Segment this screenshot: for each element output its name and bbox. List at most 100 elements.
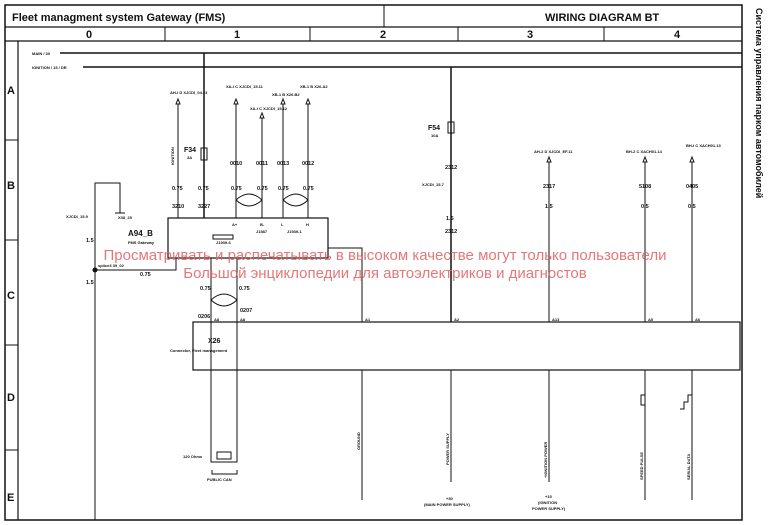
- row-e: E: [7, 492, 14, 504]
- diagram-label: J1939-1: [287, 229, 302, 234]
- diagram-label: 0.5: [641, 204, 649, 210]
- diagram-label: SERIAL DATA: [686, 454, 691, 480]
- resistor-120-ohm: [216, 451, 232, 460]
- diagram-label: 5108: [639, 184, 651, 190]
- diagram-label: 0012: [302, 161, 314, 167]
- diagram-label: A1: [365, 317, 371, 322]
- row-labels: A B C D E: [7, 85, 15, 504]
- diagram-label: X38_25: [118, 215, 133, 220]
- diagram-label: 10A: [431, 133, 438, 138]
- column-0: 0: [86, 29, 92, 41]
- fuse-f54: [447, 121, 455, 134]
- column-2: 2: [380, 29, 386, 41]
- ignition-rail-label: IGNITION / 15 / DR: [32, 65, 67, 70]
- diagram-label: H: [306, 222, 309, 227]
- diagram-label: 3210: [172, 204, 184, 210]
- diagram-label: 1.5: [86, 238, 94, 244]
- diagram-label: 2312: [445, 165, 457, 171]
- diagram-label: 0206: [198, 314, 210, 320]
- diagram-label: (IGNITION: [538, 500, 557, 505]
- diagram-label: IGNITION: [170, 147, 175, 165]
- diagram-label: 0.75: [172, 186, 183, 192]
- diagram-label: A5: [648, 317, 654, 322]
- diagram-label: XJCDI_15.7: [422, 182, 445, 187]
- diagram-label: 0011: [256, 161, 268, 167]
- diagram-label: X26: [208, 338, 221, 345]
- diagram-label: XB-1 B X26.B2: [272, 92, 300, 97]
- diagram-label: +30: [446, 496, 454, 501]
- diagram-label: 1.5: [545, 204, 553, 210]
- row-c: C: [7, 290, 15, 302]
- diagram-label: 120 Ohms: [183, 454, 203, 459]
- diagram-label: 3A: [187, 155, 192, 160]
- diagram-label: Connector, Fleet management: [170, 348, 228, 353]
- diagram-label: +IGNITION POWER: [543, 442, 548, 478]
- diagram-label: 2312: [445, 229, 457, 235]
- diagram-label: 0.75: [257, 186, 268, 192]
- diagram-label: XJCDI_15.9: [66, 214, 89, 219]
- fuse-f34: [200, 147, 208, 161]
- diagram-label: A8: [240, 317, 246, 322]
- diagram-label: 2317: [543, 184, 555, 190]
- diagram-type-label: WIRING DIAGRAM BT: [545, 12, 660, 24]
- diagram-label: A94_B: [128, 229, 153, 238]
- diagram-label: A6: [695, 317, 701, 322]
- column-3: 3: [527, 29, 533, 41]
- diagram-label: 0.5: [688, 204, 696, 210]
- diagram-label: 0.75: [303, 186, 314, 192]
- diagram-label: F34: [184, 147, 196, 154]
- diagram-label: 1.5: [446, 216, 454, 222]
- diagram-label: XB-1 B X26.A2: [300, 84, 328, 89]
- diagram-label: PUBLIC CAN: [207, 477, 232, 482]
- diagram-label: XA-I C XJCDI_15.11: [226, 84, 264, 89]
- diagram-label: splice3 39_02: [98, 263, 125, 268]
- module-a94-b: [167, 217, 329, 259]
- diagram-label: 1.5: [86, 280, 94, 286]
- row-d: D: [7, 392, 15, 404]
- diagram-label: XA-I C XJCDI_15.12: [250, 106, 288, 111]
- row-a: A: [7, 85, 15, 97]
- diagram-label: J1939-6: [216, 240, 231, 245]
- diagram-label: 0013: [277, 161, 289, 167]
- diagram-label: 0.75: [198, 186, 209, 192]
- row-b: B: [7, 180, 15, 192]
- diagram-label: B-: [260, 222, 265, 227]
- diagram-label: POWER SUPPLY: [445, 433, 450, 465]
- diagram-label: 0.75: [239, 286, 250, 292]
- diagram-label: BH-I C XACH01.13: [686, 143, 721, 148]
- diagram-label: 0.75: [140, 272, 151, 278]
- diagram-label: L: [281, 222, 284, 227]
- diagram-label: +15: [545, 494, 553, 499]
- diagram-label: A2: [454, 317, 460, 322]
- watermark-line-1: Просматривать и распечатывать в высоком …: [103, 247, 666, 264]
- diagram-title: Fleet managment system Gateway (FMS): [12, 12, 226, 24]
- watermark-line-2: Большой энциклопедии для автоэлектриков …: [183, 265, 586, 282]
- diagram-label: 0.75: [278, 186, 289, 192]
- column-4: 4: [674, 29, 681, 41]
- main-rail-label: MAIN / 30: [32, 51, 51, 56]
- diagram-label: FMS Gateway: [128, 240, 155, 245]
- diagram-label: AH-2 D XJCDI_EF.11: [534, 149, 573, 154]
- diagram-label: A8: [214, 317, 220, 322]
- diagram-label: AH-I D XJCDI_04.13: [170, 90, 208, 95]
- connector-x26: [192, 321, 741, 371]
- diagram-label: J1587: [256, 229, 268, 234]
- side-title: Система управления парком автомобилей: [754, 8, 764, 198]
- diagram-label: POWER SUPPLY): [532, 506, 566, 511]
- diagram-label: SPEED PULSE: [639, 452, 644, 480]
- diagram-label: 0.75: [200, 286, 211, 292]
- diagram-label: A+: [232, 222, 238, 227]
- column-1: 1: [234, 29, 240, 41]
- diagram-label: BH-2 C XACH01.14: [626, 149, 663, 154]
- diagram-label: 0010: [230, 161, 242, 167]
- diagram-label: GROUND: [356, 432, 361, 450]
- diagram-label: 3227: [198, 204, 210, 210]
- diagram-label: A13: [552, 317, 560, 322]
- diagram-label: 0207: [240, 308, 252, 314]
- diagram-label: 0405: [686, 184, 698, 190]
- diagram-label: F54: [428, 125, 440, 132]
- outer-frame: [4, 4, 743, 521]
- column-headers: 0 1 2 3 4: [86, 29, 681, 41]
- diagram-label: (MAIN POWER SUPPLY): [424, 502, 471, 507]
